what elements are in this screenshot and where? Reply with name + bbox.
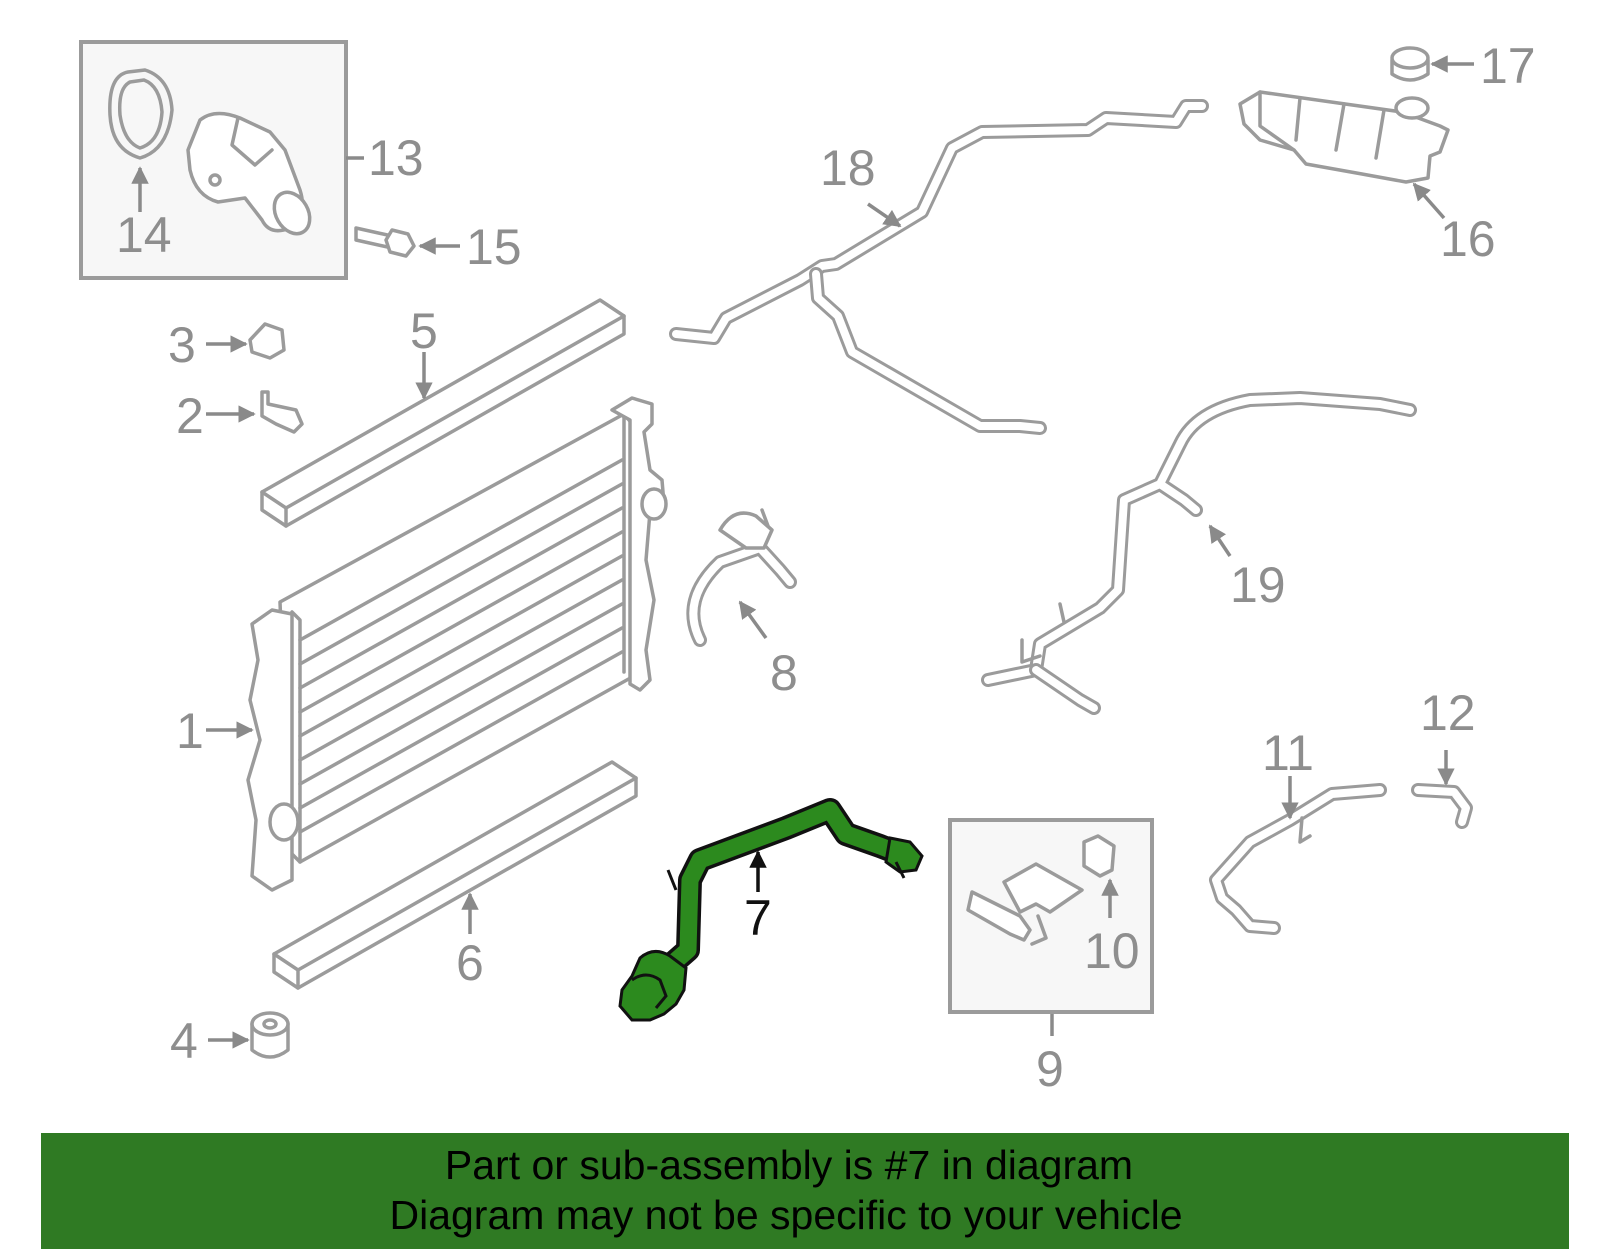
part-12-hose-icon — [1411, 783, 1473, 829]
callout-6: 6 — [456, 935, 484, 991]
part-13-housing-neck — [230, 116, 274, 167]
part-5-upper-seal-icon — [260, 298, 626, 528]
part-13-thermostat-housing-group — [79, 40, 348, 280]
info-banner: Part or sub-assembly is #7 in diagram Di… — [41, 1133, 1569, 1249]
part-1-radiator-icon — [246, 396, 668, 892]
callout-18: 18 — [820, 140, 876, 196]
callout-7: 7 — [744, 890, 772, 946]
callout-10: 10 — [1084, 923, 1140, 979]
part-13-outlet — [272, 190, 312, 236]
part-6-lower-seal-icon — [272, 760, 638, 990]
callout-19: 19 — [1230, 557, 1286, 613]
callout-11: 11 — [1262, 725, 1314, 781]
callout-1: 1 — [176, 703, 204, 759]
callout-5: 5 — [410, 303, 438, 359]
callout-2: 2 — [176, 388, 204, 444]
callout-17: 17 — [1480, 38, 1536, 94]
callout-8: 8 — [770, 645, 798, 701]
part-9-kit-group — [948, 818, 1154, 1014]
callout-15: 15 — [466, 219, 522, 275]
callout-3: 3 — [168, 317, 196, 373]
part-19-hose-icon — [981, 391, 1417, 715]
part-2-bracket-icon — [260, 390, 304, 434]
part-16-reservoir-icon — [1238, 90, 1450, 184]
part-8-hose-icon — [686, 508, 797, 647]
part-15-bolt-icon — [354, 226, 416, 258]
part-13-bolt-hole — [208, 173, 222, 187]
part-3-clip-icon — [248, 322, 286, 360]
part-7-hose-highlighted[interactable] — [618, 798, 924, 1022]
part-9-connector-icon — [1002, 862, 1084, 914]
callout-4: 4 — [170, 1013, 198, 1069]
banner-disclaimer: Diagram may not be specific to your vehi… — [389, 1192, 1183, 1238]
callout-12: 12 — [1420, 685, 1476, 741]
part-17-cap-icon — [1390, 46, 1430, 82]
callout-16: 16 — [1440, 211, 1496, 267]
callout-14: 14 — [116, 207, 172, 263]
banner-part-notice: Part or sub-assembly is #7 in diagram — [444, 1142, 1134, 1188]
part-18-hose-icon — [669, 99, 1209, 435]
part-14-gasket-inner — [117, 78, 164, 150]
part-11-tube-icon — [1209, 783, 1387, 935]
part-14-gasket-icon — [108, 68, 174, 160]
callout-13: 13 — [368, 130, 424, 186]
callout-9: 9 — [1036, 1041, 1064, 1097]
part-10-clip-icon — [1082, 834, 1116, 878]
part-4-insulator-icon — [250, 1011, 290, 1059]
